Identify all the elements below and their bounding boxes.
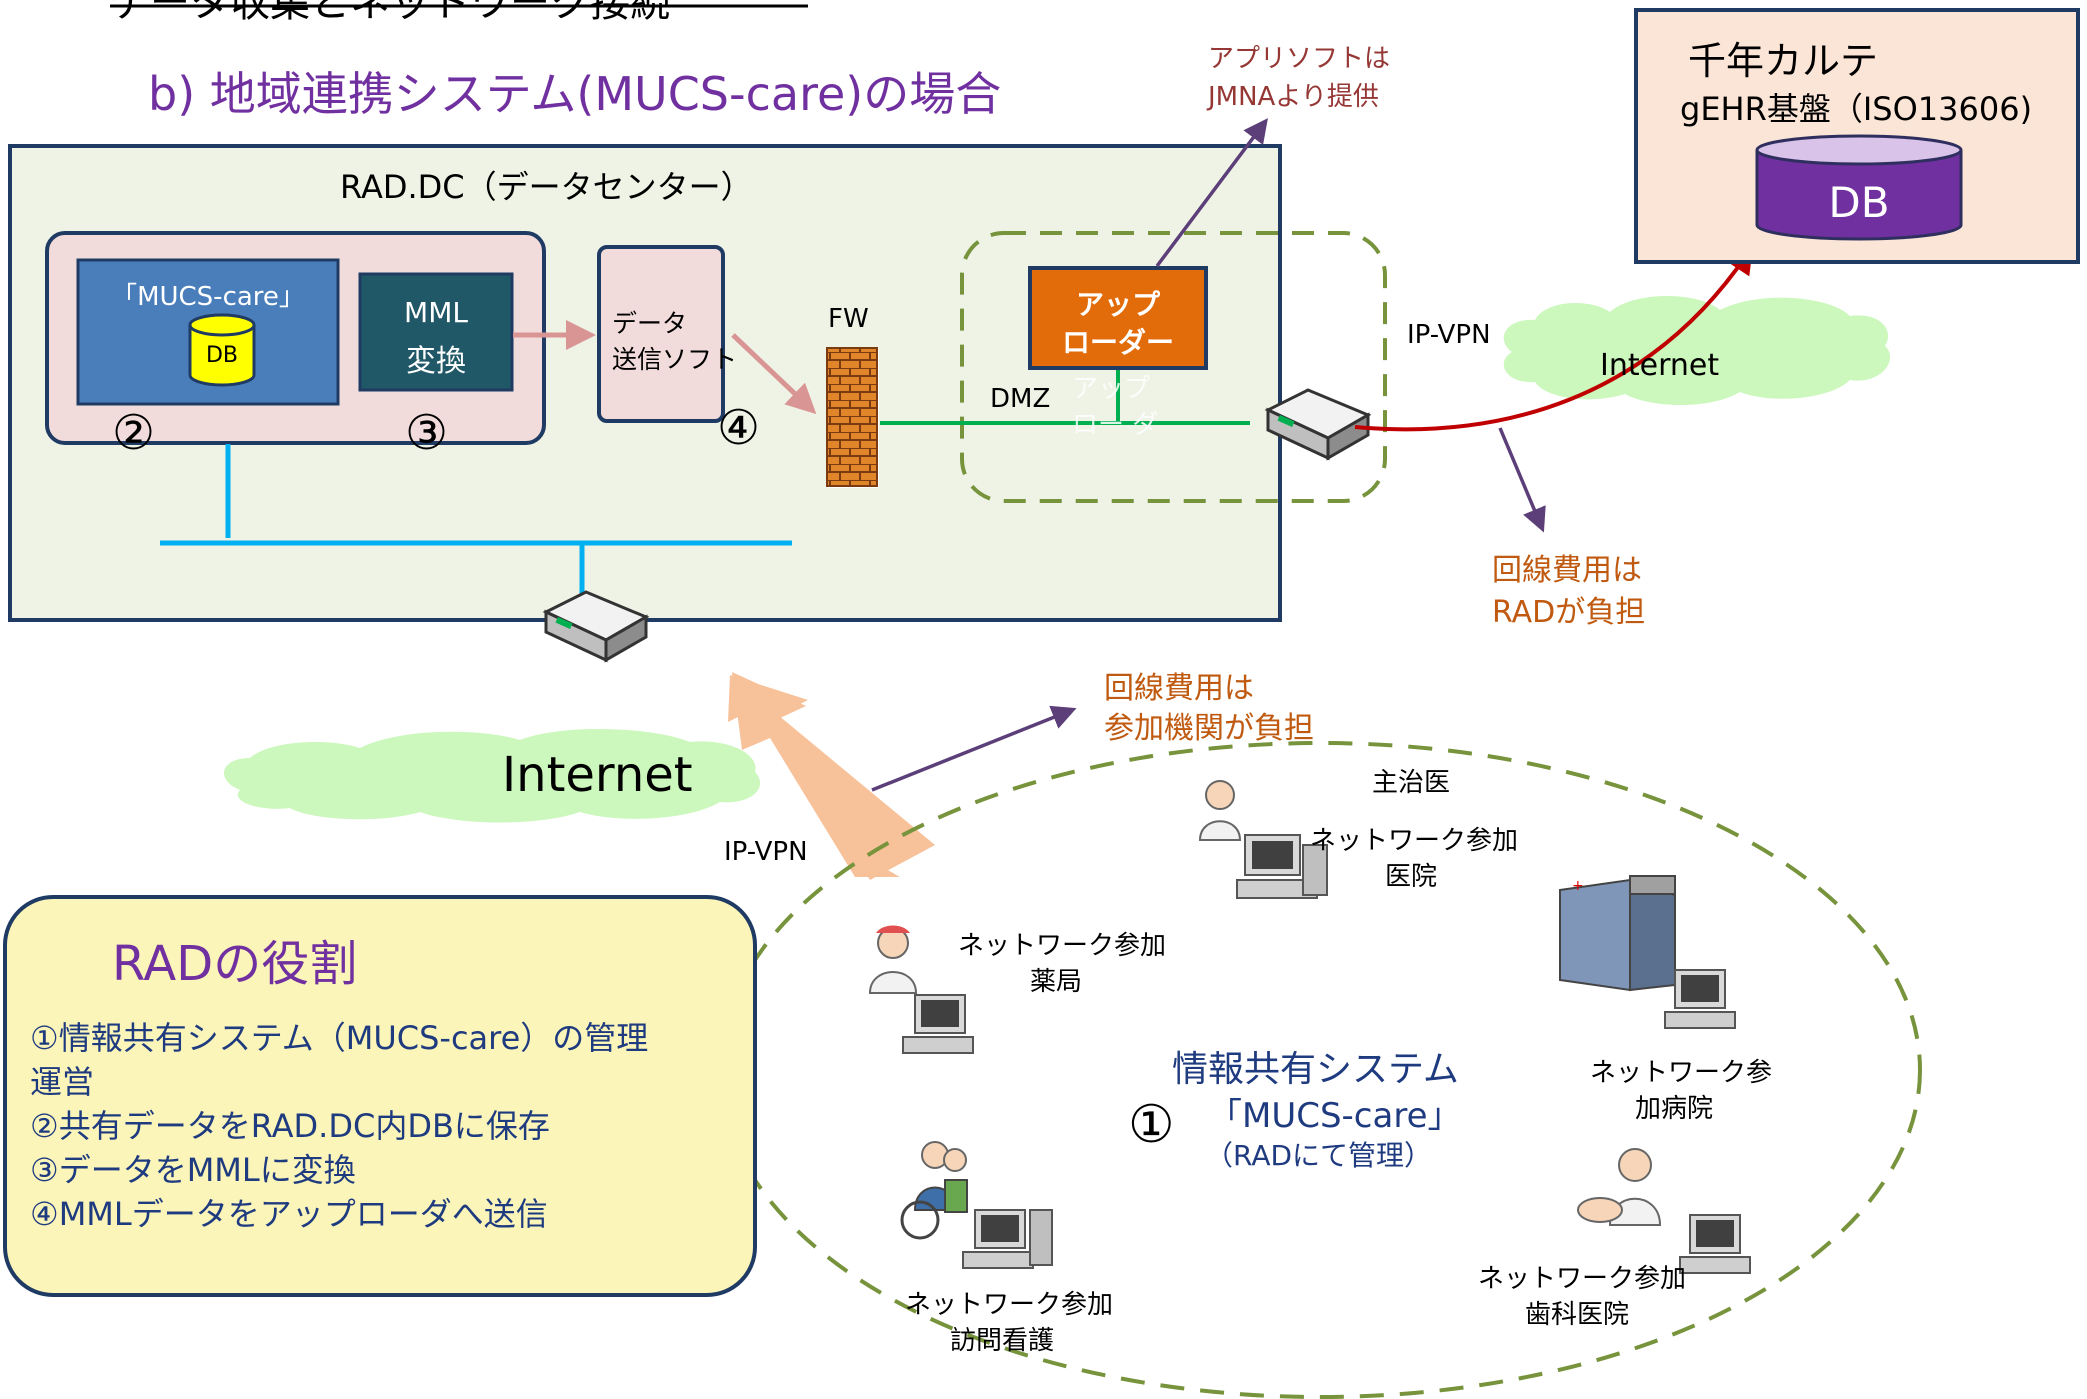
pharmacist-figure-icon [868, 925, 918, 994]
send-software-box [597, 245, 725, 423]
page-subtitle: b) 地域連携システム(MUCS-care)の場合 [148, 67, 1002, 121]
participant-hospital-label-2: 加病院 [1635, 1094, 1714, 1124]
send-to-fw-arrow [731, 333, 817, 415]
uploader-box [1028, 266, 1208, 370]
send-label-1: データ [612, 309, 688, 338]
mucs-db-icon [188, 313, 256, 387]
router-icon-bottom [542, 590, 650, 663]
system-note: （RADにて管理） [1205, 1139, 1433, 1172]
ipvpn-label-right: IP-VPN [1407, 320, 1491, 350]
step-4-marker: ④ [717, 400, 761, 456]
app-soft-note-2: JMNAより提供 [1208, 82, 1379, 112]
ipvpn-label-left: IP-VPN [724, 837, 808, 867]
system-title: 情報共有システム [1172, 1049, 1459, 1090]
roles-item-1: ①情報共有システム（MUCS-care）の管理 [30, 1019, 649, 1057]
fw-label: FW [828, 304, 869, 334]
app-soft-note-1: アプリソフトは [1208, 44, 1391, 74]
mucs-care-label: 「MUCS-care」 [111, 282, 305, 312]
cost-rad-arrow [1498, 427, 1546, 533]
dentist-figure-icon [1577, 1148, 1662, 1226]
internet-label-left: Internet [502, 747, 693, 803]
step-3-marker: ③ [405, 405, 449, 461]
participant-pharmacy-label-1: ネットワーク参加 [958, 931, 1167, 961]
uploader-ghost-1: アップ [1072, 374, 1151, 404]
karte-subtitle: gEHR基盤（ISO13606) [1680, 90, 2033, 128]
roles-item-1b: 運営 [30, 1063, 95, 1101]
cost-member-note-2: 参加機関が負担 [1104, 711, 1314, 746]
upload-direction-arrow-body [728, 675, 935, 880]
participant-dental-label-2: 歯科医院 [1525, 1300, 1630, 1330]
internet-label-right: Internet [1600, 348, 1720, 383]
mml-label-1: MML [404, 296, 468, 329]
system-number: ① [1128, 1095, 1175, 1155]
firewall-icon [826, 347, 879, 488]
dental-computer-icon [1679, 1214, 1751, 1274]
participant-clinic-label-2: 医院 [1385, 862, 1438, 892]
uploader-to-jmna-arrow [1155, 118, 1268, 268]
participant-clinic-label-1: ネットワーク参加 [1310, 826, 1519, 856]
uploader-label-2: ローダー [1061, 326, 1174, 359]
internet-cloud-right [1503, 296, 1891, 405]
cost-member-arrow [871, 705, 1077, 792]
mml-label-2: 変換 [406, 344, 466, 379]
participant-visiting-label-2: 訪問看護 [950, 1326, 1055, 1356]
datacenter-title: RAD.DC（データセンター） [340, 168, 753, 206]
uploader-ghost-2: ロー ダ [1072, 410, 1159, 440]
visiting-computer-icon [962, 1209, 1053, 1269]
participant-pharmacy-label-2: 薬局 [1030, 967, 1083, 997]
roles-item-2: ②共有データをRAD.DC内DBに保存 [30, 1107, 550, 1145]
hospital-building-icon: + [1559, 875, 1676, 992]
mucs-db-label: DB [205, 343, 239, 368]
roles-box [3, 895, 757, 1297]
system-name: 「MUCS-care」 [1208, 1096, 1462, 1136]
cost-rad-note-2: RADが負担 [1492, 595, 1646, 630]
karte-db-label: DB [1828, 178, 1890, 227]
doctor-figure-icon [1198, 780, 1242, 841]
hospital-computer-icon [1664, 969, 1736, 1029]
router-icon-right [1264, 388, 1372, 461]
mml-box [358, 272, 514, 392]
karte-title: 千年カルテ [1688, 39, 1879, 83]
pharmacy-computer-icon [902, 994, 974, 1054]
roles-item-3: ③データをMMLに変換 [30, 1151, 356, 1189]
cost-member-note-1: 回線費用は [1104, 671, 1254, 706]
participant-doctor-label: 主治医 [1372, 768, 1451, 798]
dmz-label: DMZ [990, 384, 1051, 414]
vpn-to-karte-link [1354, 245, 1754, 432]
visiting-nurse-figure-icon [900, 1141, 968, 1240]
karte-db-icon [1755, 134, 1963, 241]
internet-cloud-left [223, 728, 761, 823]
send-label-2: 送信ソフト [612, 345, 738, 374]
uploader-label-1: アップ [1075, 288, 1160, 321]
roles-title: RADの役割 [112, 936, 358, 992]
step-2-marker: ② [112, 405, 156, 461]
cost-rad-note-1: 回線費用は [1492, 553, 1642, 588]
participant-dental-label-1: ネットワーク参加 [1478, 1264, 1687, 1294]
roles-item-4: ④MMLデータをアップローダへ送信 [30, 1195, 548, 1233]
clinic-computer-icon [1236, 834, 1328, 899]
svg-text:+: + [1572, 878, 1584, 894]
participant-hospital-label-1: ネットワーク参 [1590, 1058, 1773, 1088]
participant-visiting-label-1: ネットワーク参加 [905, 1290, 1114, 1320]
header-cut-title: データ収集とネットワーク接続 [110, 0, 670, 26]
